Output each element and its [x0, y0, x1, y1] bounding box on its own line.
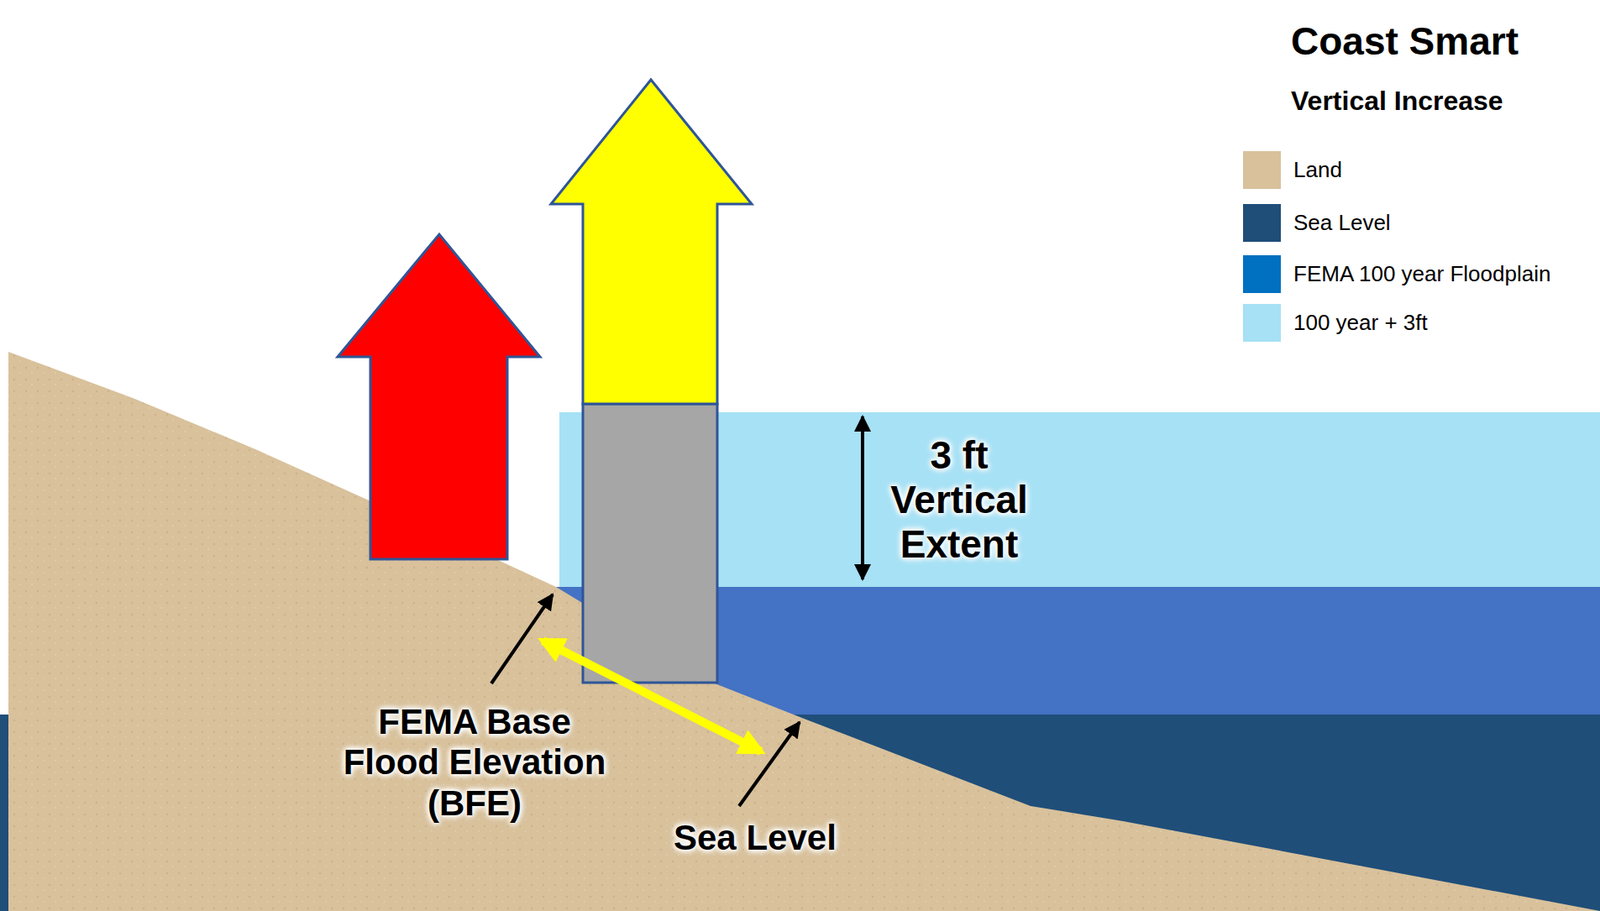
red-arrow	[337, 234, 541, 560]
grey-base	[582, 403, 718, 683]
dimension-arrow	[860, 416, 865, 580]
yellow-arrow	[550, 79, 752, 404]
subtitle: Vertical Increase	[1290, 85, 1504, 117]
sea-level-label: Sea Level	[673, 818, 837, 859]
bfe-label: FEMA Base Flood Elevation (BFE)	[331, 702, 618, 824]
legend-swatch	[1243, 204, 1281, 242]
legend-text: Sea Level	[1293, 209, 1391, 237]
title: Coast Smart	[1290, 18, 1519, 64]
dimension-label: 3 ft Vertical Extent	[858, 433, 1060, 567]
legend-text: Land	[1293, 157, 1343, 184]
land	[8, 351, 1600, 911]
legend-swatch	[1243, 151, 1281, 189]
legend-swatch	[1243, 304, 1281, 342]
leader-line	[739, 722, 800, 807]
legend-text: FEMA 100 year Floodplain	[1293, 261, 1551, 288]
legend-text: 100 year + 3ft	[1293, 309, 1428, 336]
leader-line	[491, 594, 553, 684]
yellow-double-arrow	[542, 640, 761, 752]
legend-swatch	[1243, 255, 1281, 294]
